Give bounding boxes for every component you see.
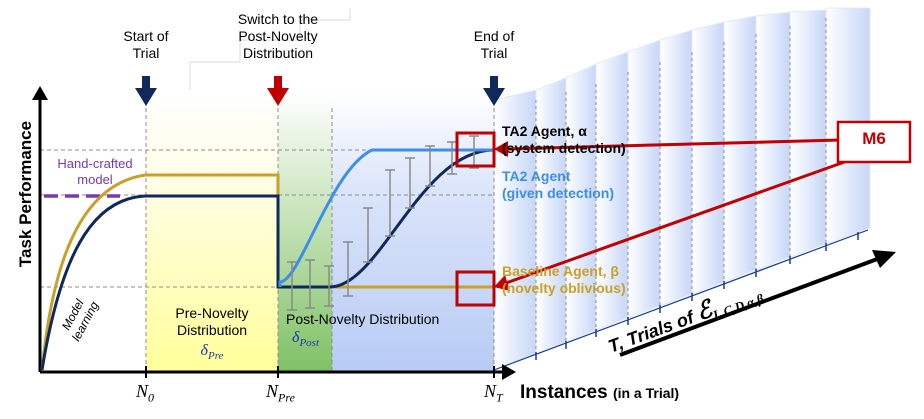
post-novelty-label: Post-Novelty Distribution	[286, 311, 440, 327]
axes	[32, 86, 516, 380]
post-novelty-region	[332, 92, 494, 372]
ta2-given-label: TA2 Agent(given detection)	[502, 168, 615, 201]
baseline-label: Baseline Agent, β(novelty oblivious)	[502, 263, 626, 296]
start-trial-arrow	[135, 76, 157, 106]
switch-arrow	[267, 76, 289, 106]
end-trial-arrow	[483, 76, 505, 106]
baseline-highlight-box	[455, 270, 496, 307]
error-bars	[287, 135, 479, 311]
y-axis-label: Task Performance	[16, 120, 35, 268]
tick-nt: NT	[484, 381, 503, 405]
metric-box	[836, 120, 912, 164]
tick-n0: N0	[136, 381, 155, 405]
ta2-given-curve	[278, 148, 494, 287]
tick-npre: NPre	[266, 381, 295, 405]
baseline-curve	[40, 173, 494, 371]
x-axis-label: Instances (in a Trial)	[520, 382, 680, 403]
trials-axis-arrow	[619, 250, 896, 357]
pre-novelty-region	[146, 92, 278, 372]
metric-label: M6	[862, 129, 886, 148]
ta2-system-label: TA2 Agent, α(system detection)	[502, 123, 626, 156]
ta2-highlight-box	[455, 131, 496, 168]
metric-pointer-arrows	[494, 138, 851, 291]
delta-pre: δPre	[200, 342, 224, 363]
transition-region	[278, 92, 332, 372]
delta-post: δPost	[292, 329, 319, 350]
